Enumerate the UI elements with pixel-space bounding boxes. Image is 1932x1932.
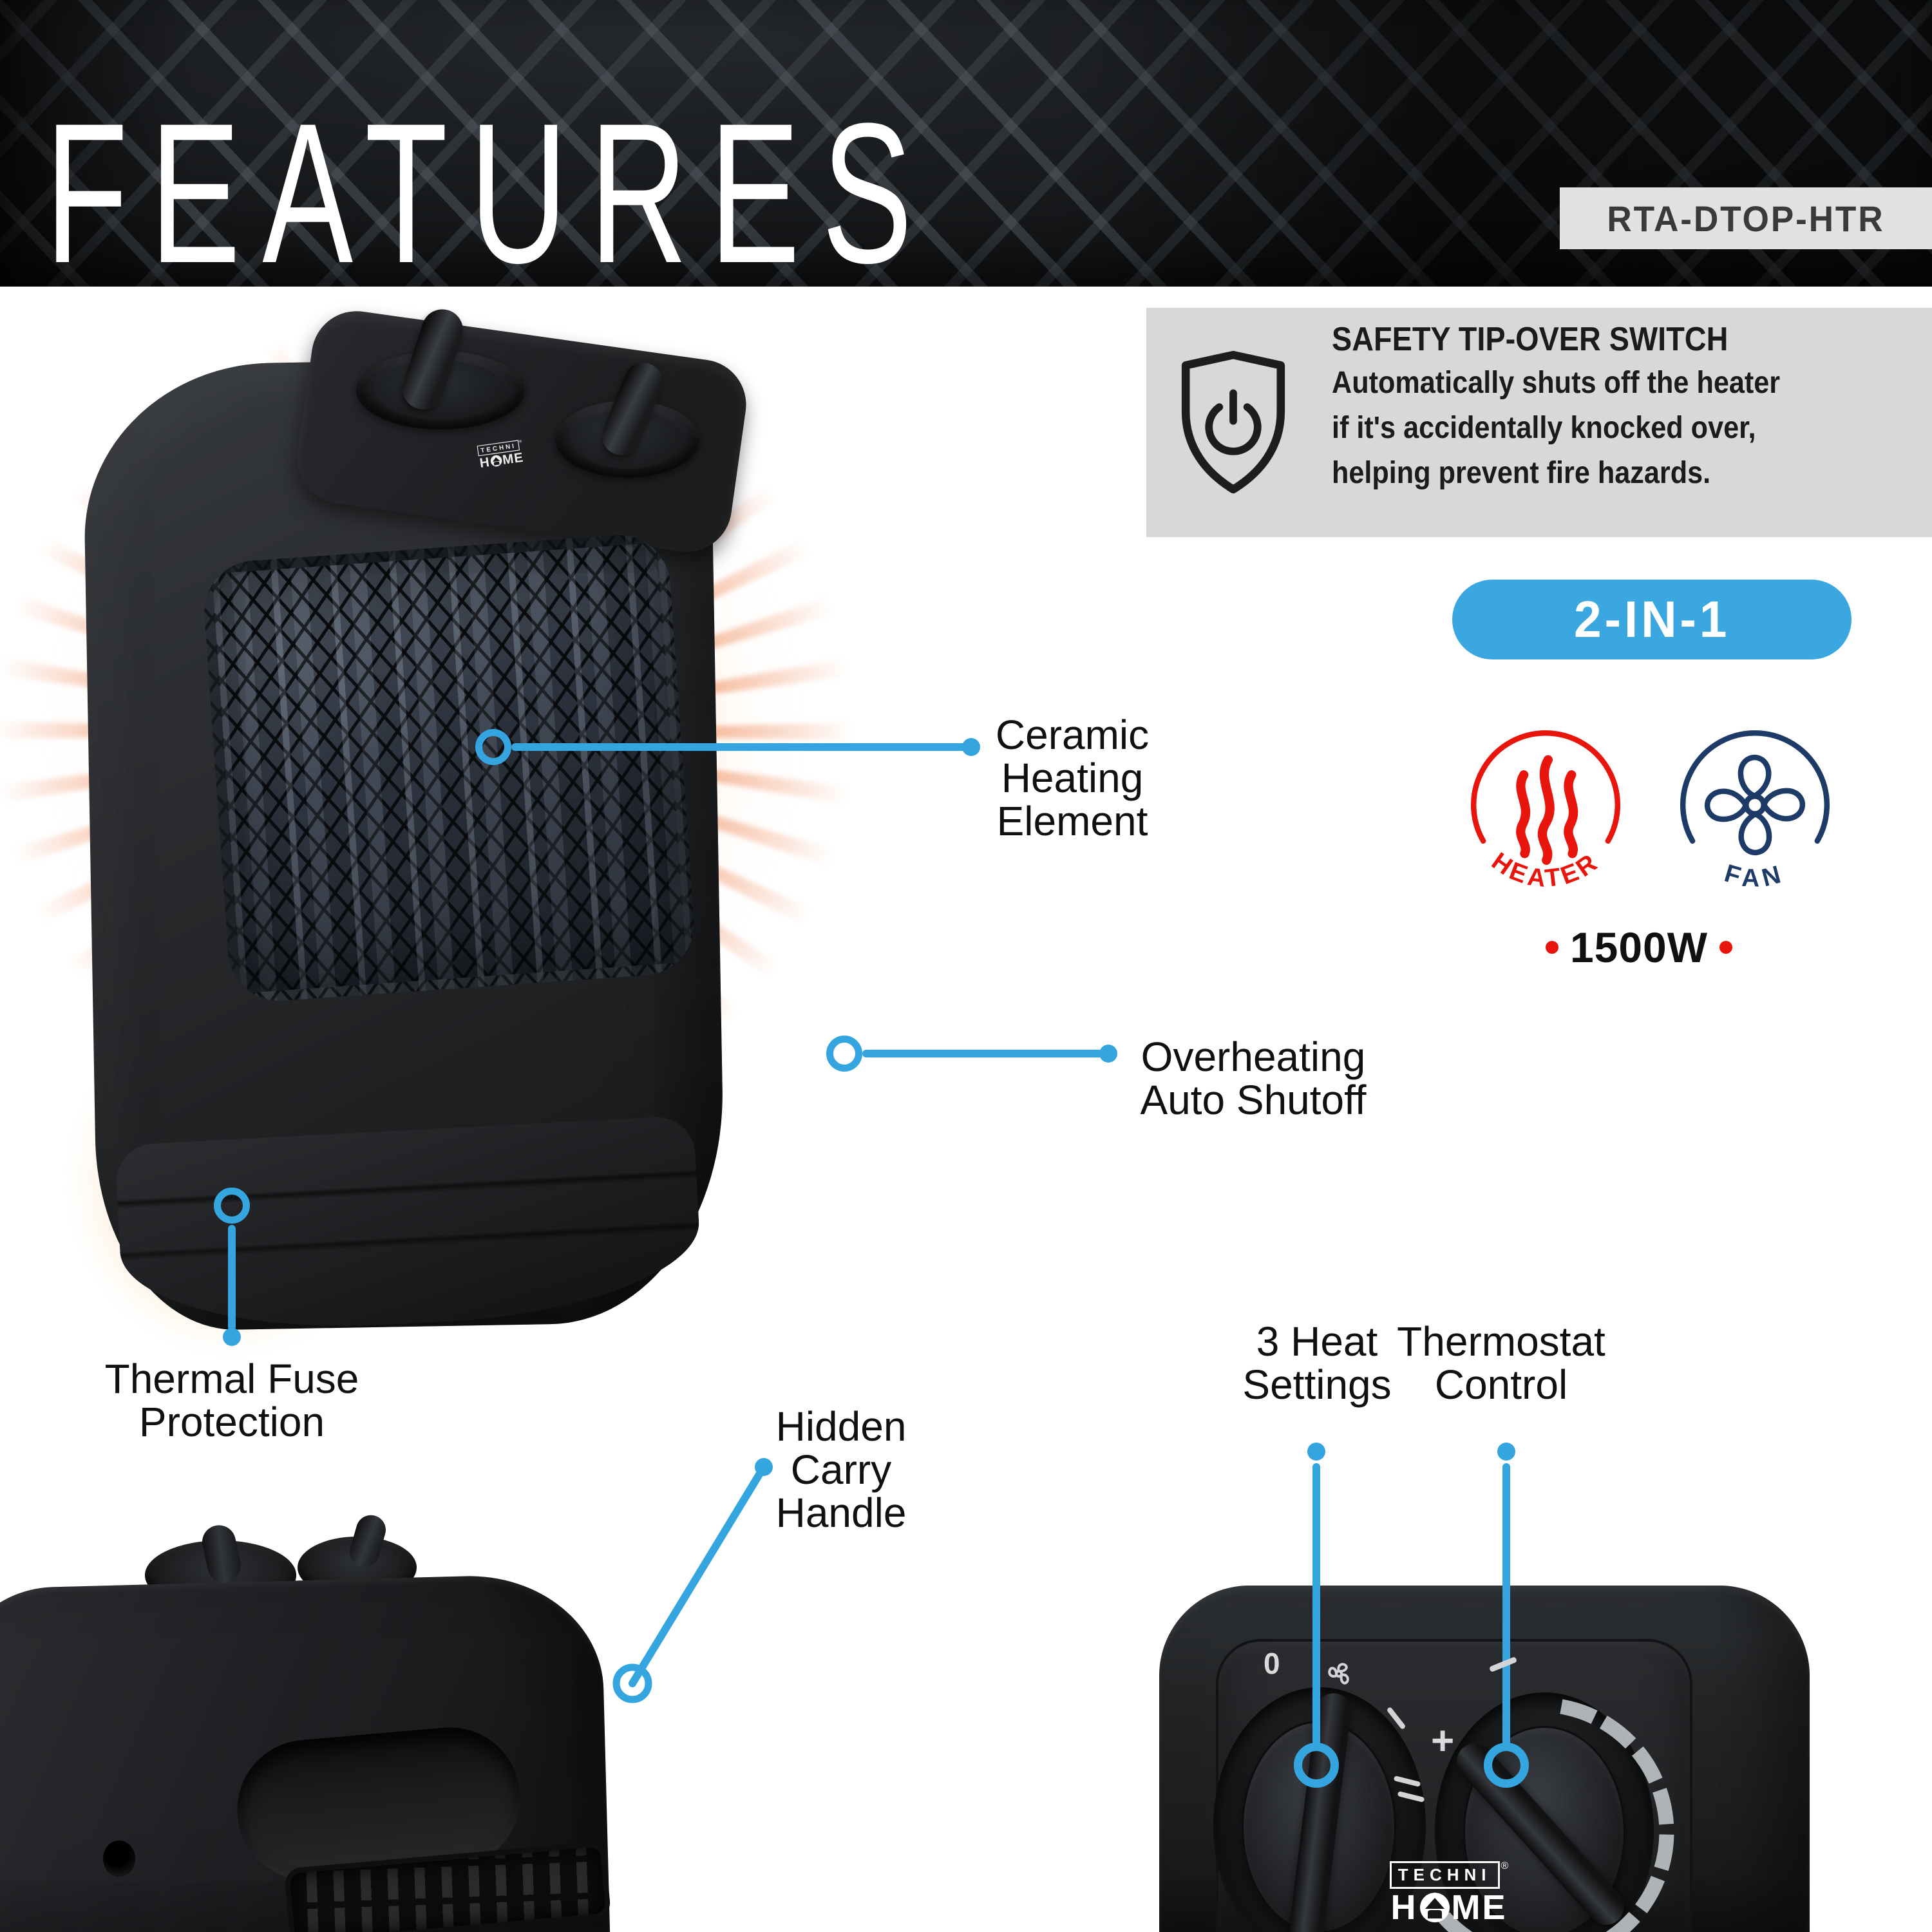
overheating-auto-shutoff-label: Overheating Auto Shutoff <box>1140 1034 1367 1123</box>
safety-line-3: helping prevent fire hazards. <box>1332 456 1711 490</box>
registered-mark: ® <box>518 439 522 444</box>
thermal-fuse-protection-label: Thermal Fuse Protection <box>104 1356 359 1445</box>
heat-settings-dot <box>1307 1443 1325 1461</box>
wattage-row: 1500W <box>1510 923 1768 971</box>
svg-text:FAN: FAN <box>1721 859 1788 889</box>
red-dot-right <box>1719 941 1733 954</box>
thermostat-plus-mark: + <box>1431 1719 1455 1763</box>
top-banner <box>0 0 1932 287</box>
thermostat-scale-arc <box>1422 1699 1674 1932</box>
hidden-carry-handle-label: Hidden Carry Handle <box>775 1403 907 1536</box>
safety-line-1: Automatically shuts off the heater <box>1332 366 1781 400</box>
thermostat-control-label: Thermostat Control <box>1397 1318 1605 1408</box>
back-heater-cord-hole <box>103 1841 135 1877</box>
safety-title: SAFETY TIP-OVER SWITCH <box>1332 321 1728 358</box>
brand-home-me: ME <box>501 450 525 468</box>
heat-settings-ring <box>1294 1743 1339 1788</box>
thermostat-control-dot <box>1497 1443 1515 1461</box>
thermal-callout-dot <box>223 1328 241 1346</box>
thermostat-control-line <box>1502 1463 1510 1747</box>
mode-fan-mark-icon <box>1328 1663 1349 1685</box>
brand-home-me: ME <box>1451 1888 1508 1927</box>
heat-settings-line <box>1312 1463 1320 1747</box>
home-o-icon <box>1419 1893 1450 1922</box>
ceramic-callout-line <box>511 743 967 751</box>
ceramic-callout-dot <box>962 738 980 756</box>
overheating-callout-dot <box>1099 1045 1117 1063</box>
fan-icon-label: FAN <box>1721 859 1783 889</box>
home-o-icon <box>489 454 503 468</box>
thermal-callout-ring <box>214 1188 250 1224</box>
ceramic-heating-element-label: Ceramic Heating Element <box>995 712 1150 844</box>
safety-text-block: SAFETY TIP-OVER SWITCH Automatically shu… <box>1332 318 1921 496</box>
overheating-callout-line <box>862 1050 1106 1057</box>
shield-power-icon <box>1181 350 1285 494</box>
model-badge: RTA-DTOP-HTR <box>1560 187 1932 249</box>
two-in-one-text: 2-IN-1 <box>1573 591 1730 648</box>
brand-home-h: H <box>478 454 491 471</box>
handle-callout-connector <box>612 1458 773 1703</box>
red-dot-left <box>1545 941 1558 954</box>
ceramic-callout-ring <box>475 729 511 765</box>
brand-name: TECHNI <box>1389 1861 1500 1889</box>
two-in-one-badge: 2-IN-1 <box>1452 580 1852 659</box>
technihome-logo: TECHNI® H ME <box>1389 1861 1509 1927</box>
heat-settings-label: 3 Heat Settings <box>1242 1318 1392 1408</box>
brand-home-h: H <box>1390 1888 1418 1927</box>
heater-mode-icon: HEATER <box>1470 730 1621 889</box>
overheating-callout-ring <box>826 1036 862 1072</box>
thermal-callout-line <box>228 1225 236 1331</box>
model-number: RTA-DTOP-HTR <box>1607 198 1885 239</box>
mode-off-mark: 0 <box>1264 1647 1280 1680</box>
registered-mark: ® <box>1501 1861 1509 1871</box>
thermostat-control-ring <box>1484 1743 1529 1788</box>
heater-grille <box>200 531 698 1005</box>
safety-line-2: if it's accidentally knocked over, <box>1332 411 1756 445</box>
safety-tip-over-box: SAFETY TIP-OVER SWITCH Automatically shu… <box>1146 308 1932 537</box>
fan-mode-icon: FAN <box>1680 730 1830 889</box>
page-title: FEATURES <box>45 81 934 305</box>
wattage-value: 1500W <box>1569 923 1709 971</box>
